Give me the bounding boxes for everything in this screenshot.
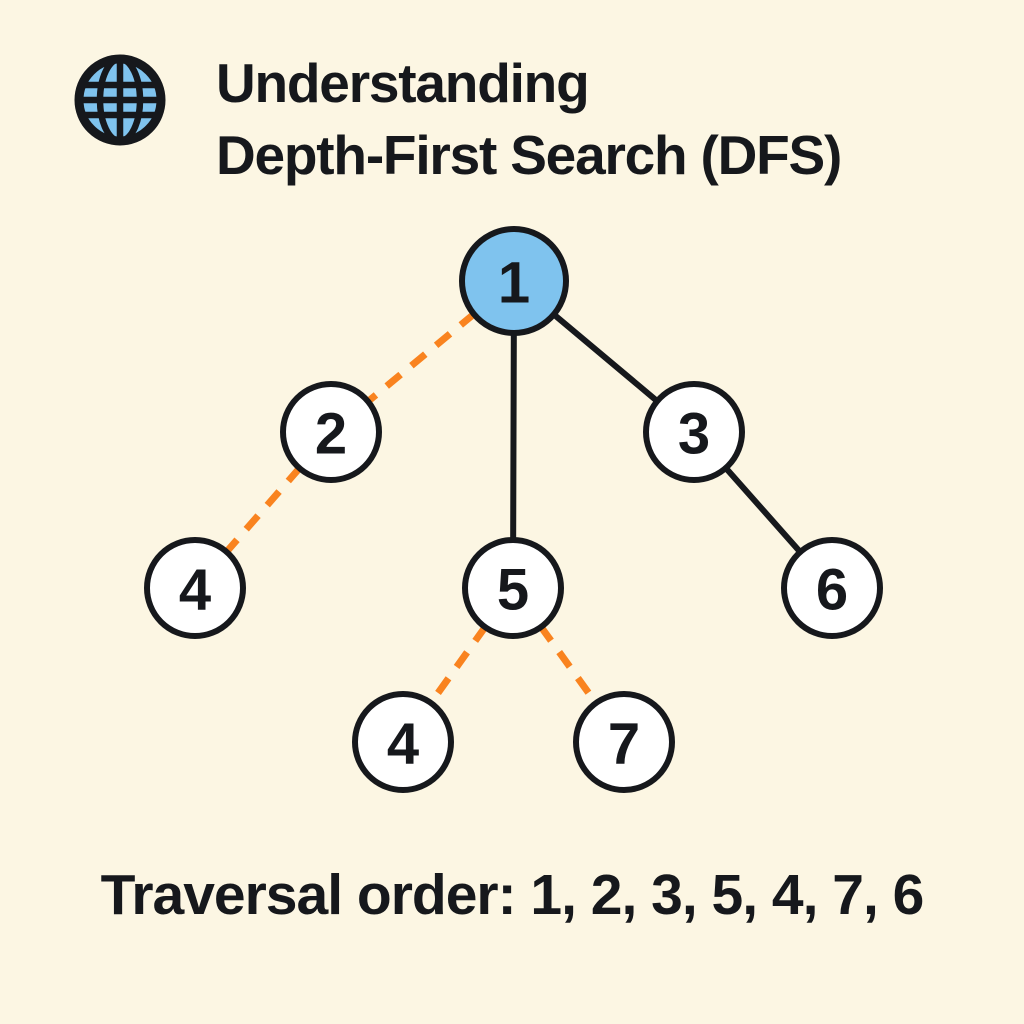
tree-node-label-n6: 6	[816, 558, 848, 623]
traversal-order-caption: Traversal order: 1, 2, 3, 5, 4, 7, 6	[100, 863, 925, 927]
tree-node-label-n2: 2	[315, 402, 347, 467]
tree-node-circle-n7[interactable]	[573, 691, 675, 793]
node-layer: 1 2 3 4 5 6 4 7	[144, 226, 883, 793]
tree-node-n7[interactable]: 7	[573, 691, 675, 793]
tree-node-circle-n4b[interactable]	[352, 691, 454, 793]
tree-edge-e1-3	[550, 310, 661, 405]
tree-node-circle-n3[interactable]	[643, 381, 745, 483]
tree-node-n1[interactable]: 1	[459, 226, 569, 336]
tree-node-n5[interactable]: 5	[462, 537, 564, 639]
header: Understanding Depth-First Search (DFS)	[72, 48, 992, 191]
tree-node-label-n4a: 4	[179, 558, 211, 623]
edge-layer	[223, 310, 804, 706]
tree-node-circle-n6[interactable]	[781, 537, 883, 639]
tree-node-n2[interactable]: 2	[280, 381, 382, 483]
tree-node-label-n5: 5	[497, 558, 529, 623]
tree-node-circle-n2[interactable]	[280, 381, 382, 483]
tree-node-label-n7: 7	[608, 712, 640, 777]
page-title: Understanding Depth-First Search (DFS)	[216, 48, 842, 191]
tree-edge-e5-4b	[427, 624, 489, 706]
tree-node-label-n1: 1	[498, 251, 530, 316]
tree-node-label-n3: 3	[678, 402, 710, 467]
tree-node-circle-n5[interactable]	[462, 537, 564, 639]
title-line-1: Understanding	[216, 52, 590, 114]
tree-node-n6[interactable]: 6	[781, 537, 883, 639]
globe-icon	[72, 50, 168, 150]
tree-node-n4a[interactable]: 4	[144, 537, 246, 639]
tree-node-n3[interactable]: 3	[643, 381, 745, 483]
tree-node-circle-n1[interactable]	[459, 226, 569, 336]
tree-edge-e2-4a	[223, 465, 303, 555]
tree-edge-e5-7	[537, 624, 600, 706]
tree-node-circle-n4a[interactable]	[144, 537, 246, 639]
tree-edge-e1-5	[510, 328, 517, 545]
title-line-2: Depth-First Search (DFS)	[216, 123, 842, 186]
tree-node-label-n4b: 4	[387, 712, 419, 777]
tree-edge-e3-6	[722, 464, 804, 556]
tree-edge-e1-2	[365, 310, 477, 405]
tree-node-n4b[interactable]: 4	[352, 691, 454, 793]
